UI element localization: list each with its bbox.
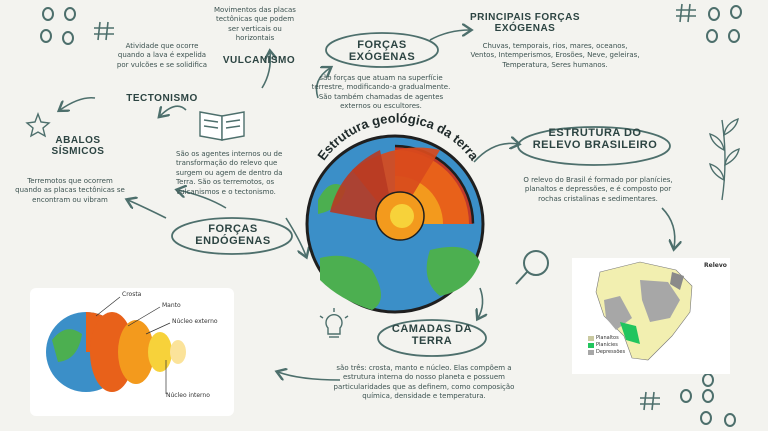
relevo-title: ESTRUTURA DO RELEVO BRASILEIRO	[532, 127, 658, 151]
legend-planicies: Planícies	[596, 342, 618, 348]
layer-leader-lines	[95, 296, 171, 394]
lightbulb-icon	[319, 308, 349, 338]
hash-doodle-bottom-right	[640, 391, 660, 411]
camadas-text: são três: crosta, manto e núcleo. Elas c…	[333, 364, 515, 401]
endogenas-text: São os agentes internos ou de transforma…	[176, 150, 283, 196]
label-nucleo-externo: Núcleo externo	[172, 318, 218, 325]
camadas-title: CAMADAS DA TERRA	[391, 323, 473, 347]
tectonismo-title: TECTONISMO	[126, 93, 198, 104]
heading-ovals	[171, 32, 671, 357]
exogenas-title: FORÇAS EXÓGENAS	[348, 39, 416, 63]
connector-arrows	[60, 30, 675, 381]
relevo-text: O relevo do Brasil é formado por planíci…	[523, 176, 673, 203]
legend-depressoes: Depressões	[596, 349, 626, 355]
leaf-sprig-icon	[709, 117, 740, 201]
center-title: Estrutura geológica da terra	[314, 110, 482, 163]
central-earth-globe	[305, 134, 485, 314]
legend-planaltos: Planaltos	[596, 335, 619, 341]
label-crosta: Crosta	[122, 291, 142, 298]
principais-exogenas-text: Chuvas, temporais, rios, mares, oceanos,…	[470, 42, 640, 69]
label-manto: Manto	[162, 302, 181, 309]
relevo-map-title: Relevo	[704, 262, 727, 269]
magnifier-icon	[515, 250, 549, 285]
hash-doodle-top-right	[676, 3, 696, 23]
doodle-circles-top-right	[706, 5, 742, 43]
vulcanismo-title: VULCANISMO	[222, 55, 296, 66]
layers-illustration	[46, 312, 186, 392]
vulcanismo-text: Atividade que ocorre quando a lava é exp…	[116, 42, 208, 69]
doodle-circles-top-left	[40, 7, 76, 45]
star-doodle	[25, 112, 51, 138]
endogenas-title: FORÇAS ENDÓGENAS	[195, 223, 271, 247]
hash-doodle-top	[94, 21, 114, 41]
exogenas-text: são forças que atuam na superfície terre…	[311, 74, 451, 111]
principais-exogenas-title: PRINCIPAIS FORÇAS EXÓGENAS	[470, 12, 580, 34]
abalos-title: ABALOS SÍSMICOS	[51, 135, 105, 157]
open-book-icon	[199, 111, 245, 141]
movimentos-text: Movimentos das placas tectônicas que pod…	[214, 6, 296, 43]
abalos-text: Terremotos que ocorrem quando as placas …	[15, 177, 125, 204]
brazil-relief-map	[588, 261, 693, 361]
label-nucleo-interno: Núcleo interno	[166, 392, 210, 399]
